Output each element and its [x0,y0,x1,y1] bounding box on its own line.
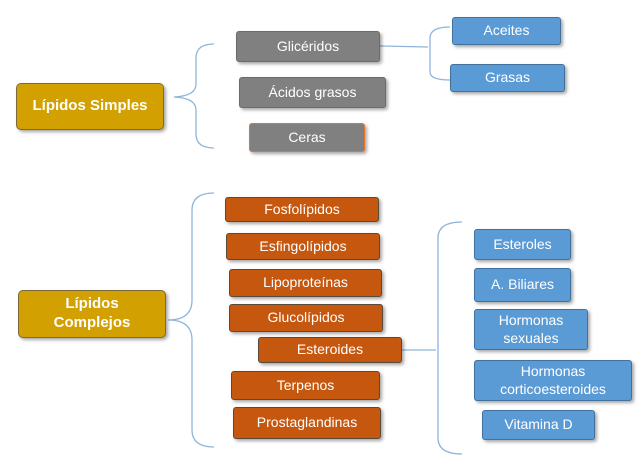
node-lipidos-simples-label: Lípidos Simples [32,97,148,115]
node-hormonas-corticoesteroides: Hormonas corticoesteroides [474,360,632,401]
node-acidos-grasos: Ácidos grasos [239,77,386,108]
node-terpenos: Terpenos [231,371,380,400]
line-gliceridos [379,45,429,48]
node-esfingolipidos: Esfingolípidos [226,233,380,260]
node-esteroides: Esteroides [258,337,402,363]
node-lipidos-simples: Lípidos Simples [16,83,164,130]
node-gliceridos: Glicéridos [236,31,380,62]
node-acidos-biliares: A. Biliares [474,268,571,302]
node-fosfolipidos: Fosfolípidos [225,197,379,222]
node-hormonas-sexuales: Hormonas sexuales [474,309,588,350]
brace-esteroides [437,221,463,455]
node-glucolipidos: Glucolípidos [229,304,383,332]
brace-complex [167,192,215,448]
node-prostaglandinas: Prostaglandinas [233,407,381,439]
node-lipoproteinas: Lipoproteínas [229,269,382,297]
brace-gliceridos [429,26,451,81]
node-grasas: Grasas [450,64,565,92]
node-aceites: Aceites [452,17,561,45]
node-ceras: Ceras [249,123,365,152]
node-vitamina-d: Vitamina D [482,410,595,440]
node-lipidos-complejos: Lípidos Complejos [18,290,166,338]
node-esteroles: Esteroles [474,229,571,260]
brace-simple [173,43,215,149]
